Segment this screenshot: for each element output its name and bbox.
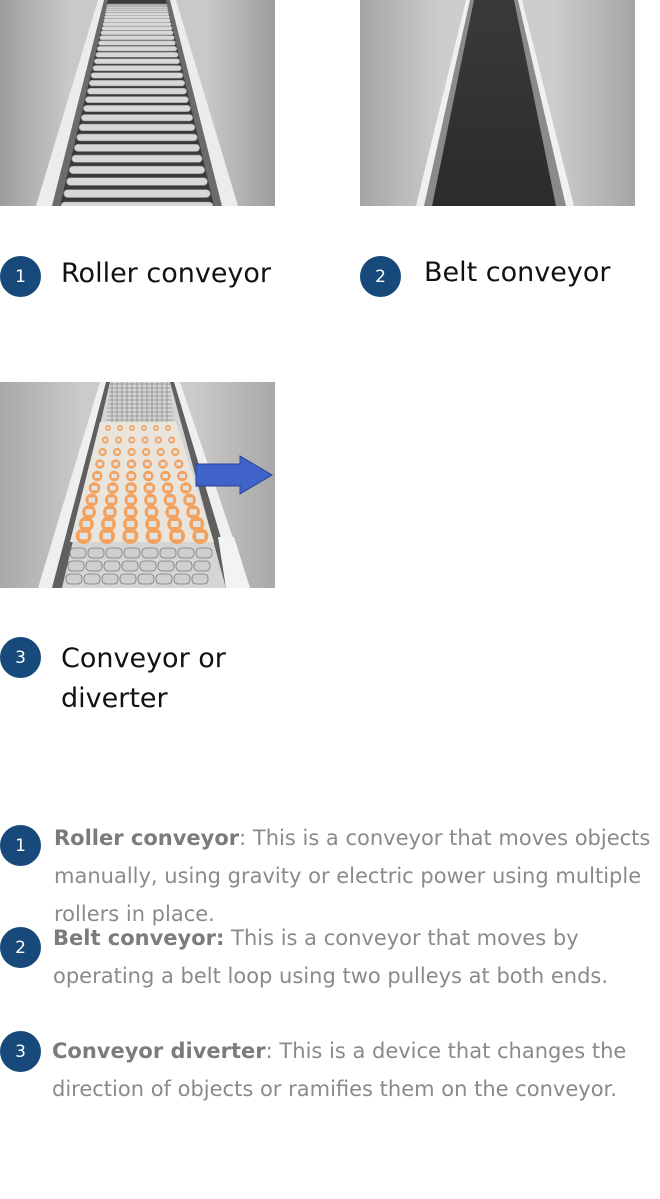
belt-conveyor-image	[360, 0, 635, 206]
term: Conveyor diverter	[52, 1039, 266, 1063]
number-badge-1: 1	[0, 256, 41, 297]
number-badge-2: 2	[360, 256, 401, 297]
caption-roller-conveyor: Roller conveyor	[61, 258, 272, 289]
number-badge-2: 2	[0, 927, 41, 968]
term: Belt conveyor:	[53, 926, 225, 950]
term: Roller conveyor	[54, 826, 240, 850]
number-badge-3: 3	[0, 1031, 41, 1072]
conveyor-diverter-image	[0, 382, 275, 588]
description-belt-conveyor: Belt conveyor: This is a conveyor that m…	[53, 926, 609, 988]
description-conveyor-diverter: Conveyor diverter: This is a device that…	[52, 1039, 627, 1101]
caption-line: Conveyor or	[61, 643, 226, 674]
roller-conveyor-image	[0, 0, 275, 206]
caption-line: diverter	[61, 683, 168, 714]
number-badge-3: 3	[0, 637, 41, 678]
caption-conveyor-diverter: Conveyor or diverter	[61, 639, 226, 719]
description-roller-conveyor: Roller conveyor: This is a conveyor that…	[54, 826, 651, 926]
caption-belt-conveyor: Belt conveyor	[424, 257, 611, 288]
number-badge-1: 1	[0, 825, 41, 866]
